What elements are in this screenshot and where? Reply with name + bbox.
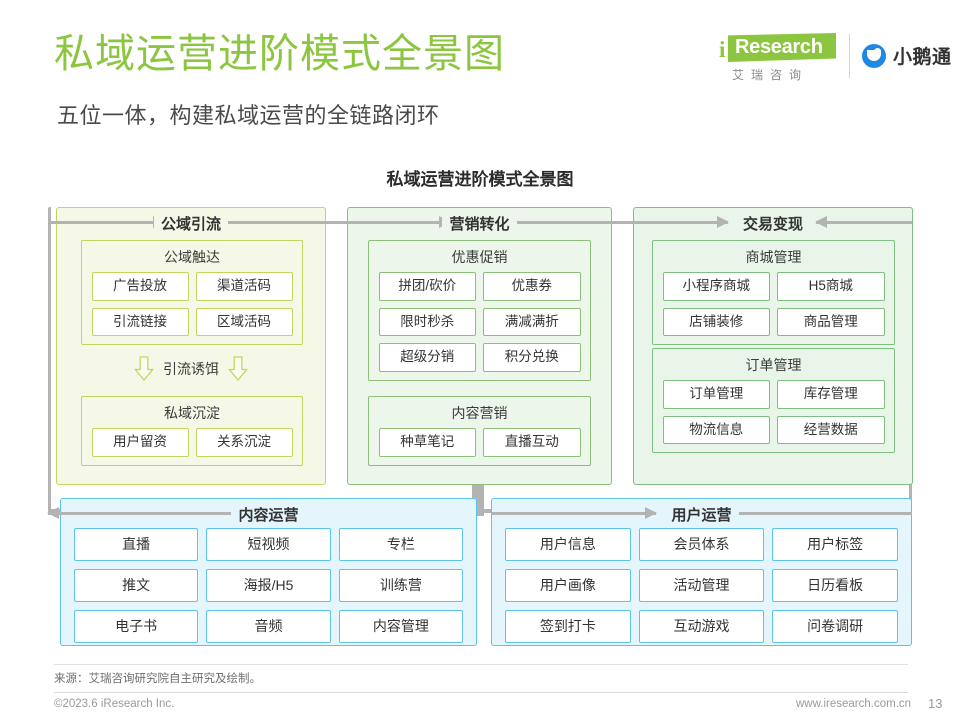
- website-link[interactable]: www.iresearch.com.cn: [796, 698, 912, 710]
- group-title-youhui-cuxiao: 优惠促销: [451, 249, 508, 265]
- down-arrow-icon: [134, 356, 154, 381]
- item-chip[interactable]: 满减满折: [483, 307, 581, 336]
- item-chip[interactable]: 直播互动: [483, 428, 581, 457]
- item-chip[interactable]: 种草笔记: [378, 428, 476, 457]
- group-siyu-chendian[interactable]: 私域沉淀 用户留资 关系沉淀: [81, 396, 303, 466]
- item-chip[interactable]: 限时秒杀: [378, 307, 476, 336]
- stage-card-yingxiao-zhuanhua[interactable]: 营销转化 优惠促销 拼团/砍价 优惠券 限时秒杀 满减满折 超级分销 积分兑换 …: [347, 207, 612, 485]
- diagram-canvas: 公域引流 公域触达 广告投放 渠道活码 引流链接 区域活码 引流诱饵: [0, 195, 960, 650]
- footer-divider: [54, 692, 908, 693]
- item-chip[interactable]: 用户标签: [772, 528, 898, 561]
- item-chip[interactable]: 订单管理: [662, 380, 770, 409]
- group-items-dingdan-guanli: 订单管理 库存管理 物流信息 经营数据: [653, 380, 894, 452]
- item-chip[interactable]: 活动管理: [638, 569, 765, 602]
- page-number: 13: [928, 696, 943, 711]
- item-chip[interactable]: 直播: [74, 528, 199, 561]
- group-title-dingdan-guanli: 订单管理: [745, 357, 802, 373]
- stage-title-gongyu-yinliu: 公域引流: [57, 213, 325, 234]
- group-items-youhui-cuxiao: 拼团/砍价 优惠券 限时秒杀 满减满折 超级分销 积分兑换: [369, 272, 590, 380]
- item-chip[interactable]: 经营数据: [777, 415, 885, 444]
- connector-arrow-into-pillar1: [47, 507, 266, 519]
- group-title-shangcheng-guanli: 商城管理: [745, 249, 802, 265]
- item-chip[interactable]: 用户画像: [505, 569, 631, 602]
- pillar-title-neirong-yunying: 内容运营: [61, 504, 476, 525]
- source-divider: [54, 664, 908, 665]
- logo-divider: [849, 34, 850, 78]
- iresearch-logo-wordmark: Research: [735, 36, 823, 58]
- pillar-title-yonghu-yunying: 用户运营: [492, 504, 911, 525]
- item-chip[interactable]: 签到打卡: [505, 610, 631, 643]
- item-chip[interactable]: 积分兑换: [483, 343, 581, 372]
- item-chip[interactable]: 用户留资: [91, 428, 189, 457]
- connector-arrow-into-pillar2: [492, 507, 657, 519]
- stage-title-jiaoyi-bianxian: 交易变现: [634, 213, 912, 234]
- group-items-siyu-chendian: 用户留资 关系沉淀: [82, 428, 302, 465]
- item-chip[interactable]: 超级分销: [378, 343, 476, 372]
- item-chip[interactable]: 商品管理: [777, 307, 885, 336]
- pillar-items-yonghu-yunying: 用户信息 会员体系 用户标签 用户画像 活动管理 日历看板 签到打卡 互动游戏 …: [492, 528, 911, 643]
- item-chip[interactable]: 音频: [206, 610, 331, 643]
- item-chip[interactable]: 日历看板: [772, 569, 898, 602]
- source-note: 来源：艾瑞咨询研究院自主研究及绘制。: [54, 673, 261, 685]
- item-chip[interactable]: 广告投放: [91, 272, 189, 301]
- item-chip[interactable]: 小程序商城: [662, 272, 770, 301]
- bait-row-yinliu-youer: 引流诱饵: [57, 356, 325, 381]
- pillar-items-neirong-yunying: 直播 短视频 专栏 推文 海报/H5 训练营 电子书 音频 内容管理: [61, 528, 476, 643]
- group-title-gongyu-chuda: 公域触达: [164, 249, 220, 265]
- page-subtitle: 五位一体，构建私域运营的全链路闭环: [57, 103, 440, 128]
- stage-title-yingxiao-zhuanhua: 营销转化: [348, 213, 611, 234]
- item-chip[interactable]: H5商城: [777, 272, 885, 301]
- item-chip[interactable]: 互动游戏: [638, 610, 765, 643]
- connector-line-pillar2-right: [710, 512, 912, 515]
- chart-title: 私域运营进阶模式全景图: [386, 170, 574, 189]
- item-chip[interactable]: 拼团/砍价: [378, 272, 476, 301]
- stage-card-jiaoyi-bianxian[interactable]: 交易变现 商城管理 小程序商城 H5商城 店铺装修 商品管理 订单管理 订单管理…: [633, 207, 913, 485]
- bait-label: 引流诱饵: [163, 360, 219, 377]
- group-title-neirong-yingxiao: 内容营销: [451, 405, 508, 421]
- item-chip[interactable]: 海报/H5: [206, 569, 331, 602]
- iresearch-logo: i Research 艾瑞咨询: [718, 33, 838, 83]
- group-gongyu-chuda[interactable]: 公域触达 广告投放 渠道活码 引流链接 区域活码: [81, 240, 303, 345]
- item-chip[interactable]: 优惠券: [483, 272, 581, 301]
- group-youhui-cuxiao[interactable]: 优惠促销 拼团/砍价 优惠券 限时秒杀 满减满折 超级分销 积分兑换: [368, 240, 591, 381]
- iresearch-logo-letter: i: [719, 37, 726, 62]
- item-chip[interactable]: 训练营: [338, 569, 463, 602]
- group-neirong-yingxiao[interactable]: 内容营销 种草笔记 直播互动: [368, 396, 591, 466]
- item-chip[interactable]: 问卷调研: [772, 610, 898, 643]
- group-items-neirong-yingxiao: 种草笔记 直播互动: [369, 428, 590, 465]
- down-arrow-icon: [228, 356, 248, 381]
- item-chip[interactable]: 推文: [74, 569, 199, 602]
- item-chip[interactable]: 短视频: [206, 528, 331, 561]
- item-chip[interactable]: 会员体系: [638, 528, 765, 561]
- partner-logo: 小鹅通: [862, 42, 952, 69]
- goose-icon: [862, 43, 886, 68]
- pillar-card-neirong-yunying[interactable]: 内容运营 直播 短视频 专栏 推文 海报/H5 训练营 电子书 音频 内容管理: [60, 498, 477, 646]
- item-chip[interactable]: 区域活码: [195, 307, 293, 336]
- item-chip[interactable]: 渠道活码: [195, 272, 293, 301]
- item-chip[interactable]: 内容管理: [338, 610, 463, 643]
- item-chip[interactable]: 专栏: [338, 528, 463, 561]
- iresearch-logo-chinese: 艾瑞咨询: [732, 68, 809, 82]
- connector-arrow-into-stage3: [815, 216, 912, 228]
- item-chip[interactable]: 店铺装修: [662, 307, 770, 336]
- group-shangcheng-guanli[interactable]: 商城管理 小程序商城 H5商城 店铺装修 商品管理: [652, 240, 895, 345]
- group-items-shangcheng-guanli: 小程序商城 H5商城 店铺装修 商品管理: [653, 272, 894, 344]
- item-chip[interactable]: 库存管理: [777, 380, 885, 409]
- group-items-gongyu-chuda: 广告投放 渠道活码 引流链接 区域活码: [82, 272, 302, 344]
- stage-card-gongyu-yinliu[interactable]: 公域引流 公域触达 广告投放 渠道活码 引流链接 区域活码 引流诱饵: [56, 207, 326, 485]
- item-chip[interactable]: 用户信息: [505, 528, 631, 561]
- partner-logo-label: 小鹅通: [893, 47, 952, 68]
- item-chip[interactable]: 物流信息: [662, 415, 770, 444]
- item-chip[interactable]: 关系沉淀: [195, 428, 293, 457]
- connector-arrow-stage2-to-stage3: [513, 216, 729, 228]
- group-title-siyu-chendian: 私域沉淀: [164, 405, 220, 421]
- pillar-card-yonghu-yunying[interactable]: 用户运营 用户信息 会员体系 用户标签 用户画像 活动管理 日历看板 签到打卡 …: [491, 498, 912, 646]
- copyright-text: ©2023.6 iResearch Inc.: [54, 698, 175, 710]
- iresearch-logo-mark: i Research: [718, 33, 836, 63]
- page-title: 私域运营进阶模式全景图: [54, 32, 505, 76]
- iresearch-logo-shape: [728, 33, 836, 62]
- item-chip[interactable]: 电子书: [74, 610, 199, 643]
- group-dingdan-guanli[interactable]: 订单管理 订单管理 库存管理 物流信息 经营数据: [652, 348, 895, 453]
- item-chip[interactable]: 引流链接: [91, 307, 189, 336]
